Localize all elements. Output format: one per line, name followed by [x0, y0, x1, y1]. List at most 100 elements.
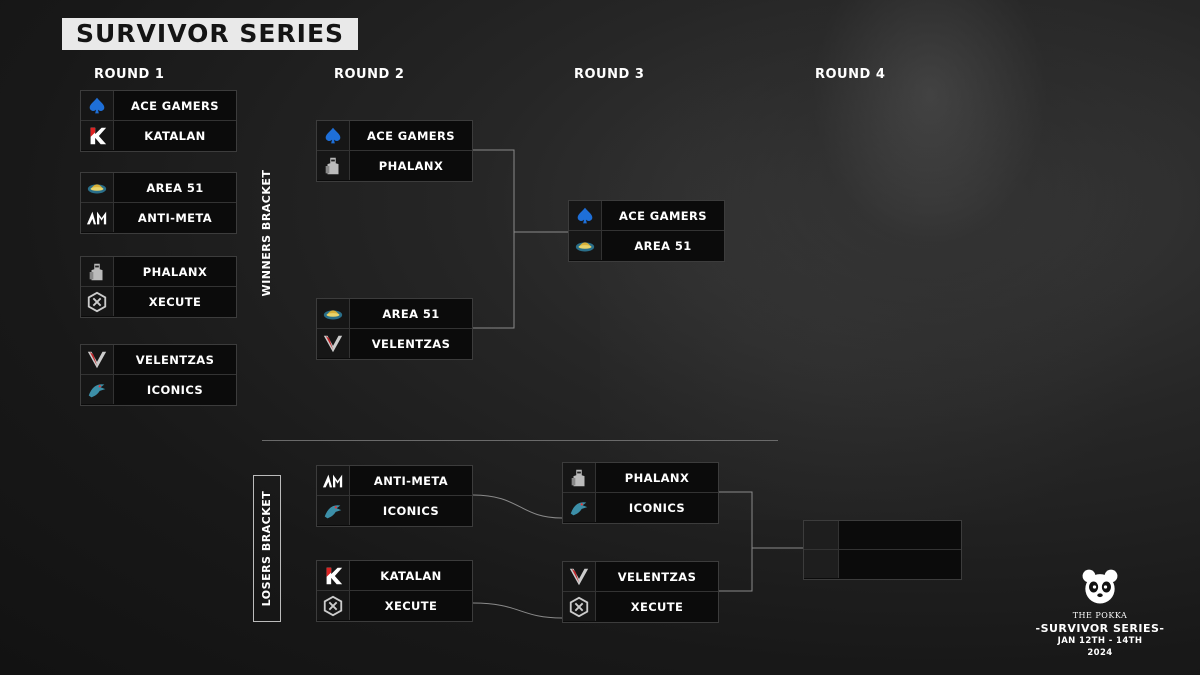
spade-icon [577, 207, 593, 223]
ufo-icon [575, 241, 595, 251]
bracket-divider [262, 440, 778, 441]
connector-losers-r2b [472, 602, 563, 619]
team-name: ANTI-META [373, 473, 449, 488]
team-slot-empty[interactable] [804, 549, 961, 578]
k-logo-icon [90, 127, 107, 144]
team-name: ACE GAMERS [131, 98, 219, 113]
dragon-icon [324, 504, 342, 518]
v-logo-icon [87, 351, 107, 368]
team-slot[interactable]: VELENTZAS [317, 328, 472, 358]
page-title: SURVIVOR SERIES [62, 18, 359, 50]
team-name: ICONICS [628, 500, 686, 515]
event-branding: THE POKKA -SURVIVOR SERIES- JAN 12TH - 1… [1025, 565, 1175, 659]
v-logo-icon [569, 568, 589, 585]
team-name: VELENTZAS [617, 569, 697, 584]
team-name: XECUTE [630, 599, 684, 614]
team-name: VELENTZAS [135, 352, 215, 367]
hex-logo-icon [569, 596, 589, 617]
connector-losers-r2a [472, 494, 563, 519]
spade-icon [89, 97, 105, 113]
team-slot[interactable]: ICONICS [317, 495, 472, 525]
team-slot-empty[interactable] [804, 521, 961, 549]
team-slot[interactable]: AREA 51 [81, 173, 236, 202]
team-name: ACE GAMERS [367, 128, 455, 143]
team-name: PHALANX [142, 264, 208, 279]
am-logo-icon [322, 474, 343, 487]
match-w-r2-2: AREA 51 VELENTZAS [316, 298, 473, 360]
warrior-icon [325, 157, 339, 174]
team-name: ICONICS [146, 382, 204, 397]
team-slot[interactable]: AREA 51 [569, 230, 724, 260]
team-slot[interactable]: PHALANX [317, 150, 472, 180]
team-slot[interactable]: ICONICS [563, 492, 718, 522]
ufo-icon [87, 183, 107, 193]
warrior-icon [89, 263, 103, 280]
team-slot[interactable]: KATALAN [317, 561, 472, 590]
connector-losers-r3-r4 [717, 491, 803, 592]
match-l-r4-1 [803, 520, 962, 580]
connector-winners-r2-r3 [473, 149, 569, 329]
team-slot[interactable]: ICONICS [81, 374, 236, 404]
event-year: 2024 [1087, 648, 1113, 658]
round-3-label: ROUND 3 [574, 67, 645, 82]
match-w-r2-1: ACE GAMERS PHALANX [316, 120, 473, 182]
dragon-icon [570, 501, 588, 515]
team-slot[interactable]: PHALANX [563, 463, 718, 492]
team-name: KATALAN [380, 568, 442, 583]
match-w-r3-1: ACE GAMERS AREA 51 [568, 200, 725, 262]
team-name: ICONICS [382, 503, 440, 518]
dragon-icon [88, 383, 106, 397]
team-slot[interactable]: KATALAN [81, 120, 236, 150]
team-slot[interactable]: AREA 51 [317, 299, 472, 328]
team-slot[interactable]: ANTI-META [81, 202, 236, 232]
match-w-r1-3: PHALANX XECUTE [80, 256, 237, 318]
spade-icon [325, 127, 341, 143]
match-l-r3-1: PHALANX ICONICS [562, 462, 719, 524]
team-slot[interactable]: ACE GAMERS [569, 201, 724, 230]
team-name: XECUTE [148, 294, 202, 309]
k-logo-icon [326, 567, 343, 584]
team-slot[interactable]: ANTI-META [317, 466, 472, 495]
hex-logo-icon [323, 595, 343, 616]
logo-placeholder [804, 521, 839, 549]
event-dates: JAN 12TH - 14TH [1057, 636, 1143, 646]
team-name: ACE GAMERS [619, 208, 707, 223]
team-slot[interactable]: XECUTE [317, 590, 472, 620]
match-l-r3-2: VELENTZAS XECUTE [562, 561, 719, 623]
round-1-label: ROUND 1 [94, 67, 165, 82]
match-w-r1-2: AREA 51 ANTI-META [80, 172, 237, 234]
logo-placeholder [804, 550, 839, 578]
team-slot[interactable]: XECUTE [563, 591, 718, 621]
team-name: AREA 51 [382, 306, 440, 321]
match-w-r1-4: VELENTZAS ICONICS [80, 344, 237, 406]
team-name: KATALAN [144, 128, 206, 143]
losers-bracket-label: LOSERS BRACKET [253, 475, 281, 622]
v-logo-icon [323, 335, 343, 352]
team-name: PHALANX [378, 158, 444, 173]
team-name: AREA 51 [146, 180, 204, 195]
panda-mascot-icon [1082, 569, 1118, 604]
team-name: XECUTE [384, 598, 438, 613]
team-slot[interactable]: VELENTZAS [563, 562, 718, 591]
team-name: AREA 51 [634, 238, 692, 253]
event-name: -SURVIVOR SERIES- [1035, 622, 1165, 635]
team-name: VELENTZAS [371, 336, 451, 351]
round-4-label: ROUND 4 [815, 67, 886, 82]
winners-bracket-label: WINNERS BRACKET [260, 169, 273, 297]
team-slot[interactable]: ACE GAMERS [81, 91, 236, 120]
am-logo-icon [86, 211, 107, 224]
match-l-r2-2: KATALAN XECUTE [316, 560, 473, 622]
round-2-label: ROUND 2 [334, 67, 405, 82]
team-name: PHALANX [624, 470, 690, 485]
team-slot[interactable]: XECUTE [81, 286, 236, 316]
match-w-r1-1: ACE GAMERS KATALAN [80, 90, 237, 152]
team-slot[interactable]: PHALANX [81, 257, 236, 286]
team-slot[interactable]: ACE GAMERS [317, 121, 472, 150]
ufo-icon [323, 309, 343, 319]
match-l-r2-1: ANTI-META ICONICS [316, 465, 473, 527]
hex-logo-icon [87, 291, 107, 312]
team-name: ANTI-META [137, 210, 213, 225]
org-name: THE POKKA [1072, 611, 1128, 620]
team-slot[interactable]: VELENTZAS [81, 345, 236, 374]
warrior-icon [571, 469, 585, 486]
